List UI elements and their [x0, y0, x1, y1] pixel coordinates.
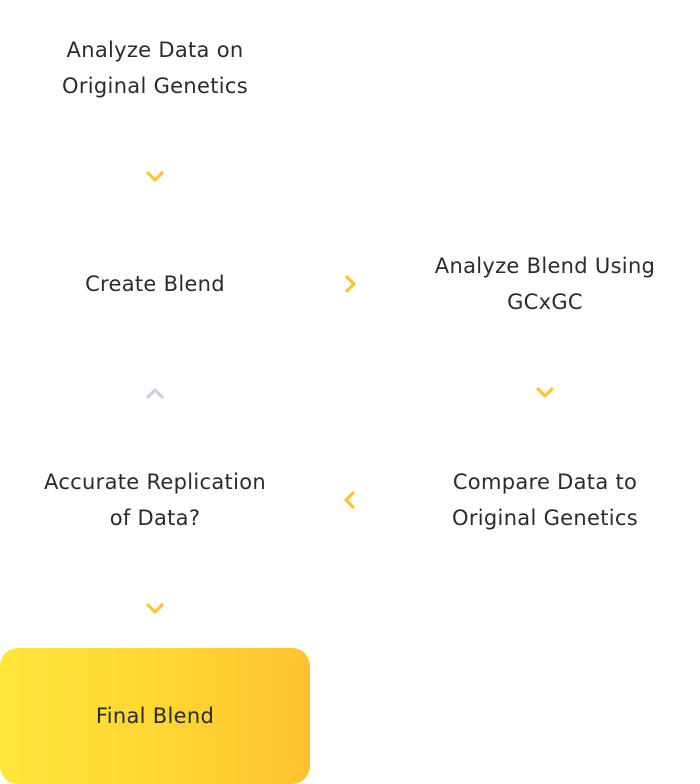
chevron-down-icon [530, 378, 560, 408]
step-analyze-original-genetics: Analyze Data on Original Genetics [0, 32, 310, 104]
step-compare-data-line2: Original Genetics [452, 506, 638, 530]
step-accurate-replication: Accurate Replication of Data? [0, 464, 310, 536]
chevron-up-icon [140, 378, 170, 408]
step-compare-data-line1: Compare Data to [452, 470, 638, 494]
step-analyze-gcxgc-line1: Analyze Blend Using [434, 254, 656, 278]
final-blend-box: Final Blend [0, 648, 310, 784]
step-compare-data: Compare Data to Original Genetics [390, 464, 700, 536]
step-create-blend-label: Create Blend [85, 272, 225, 296]
chevron-down-icon [140, 594, 170, 624]
step-analyze-gcxgc-line2: GCxGC [507, 290, 583, 314]
chevron-left-icon [334, 485, 364, 515]
step-analyze-original-line1: Analyze Data on [66, 38, 244, 62]
step-accurate-replication-line1: Accurate Replication [44, 470, 266, 494]
step-analyze-original-line2: Original Genetics [62, 74, 248, 98]
step-accurate-replication-line2: of Data? [109, 506, 201, 530]
step-analyze-blend-gcxgc: Analyze Blend Using GCxGC [390, 248, 700, 320]
step-create-blend: Create Blend [0, 266, 310, 302]
chevron-down-icon [140, 162, 170, 192]
chevron-right-icon [336, 269, 366, 299]
final-blend-label: Final Blend [95, 704, 215, 728]
